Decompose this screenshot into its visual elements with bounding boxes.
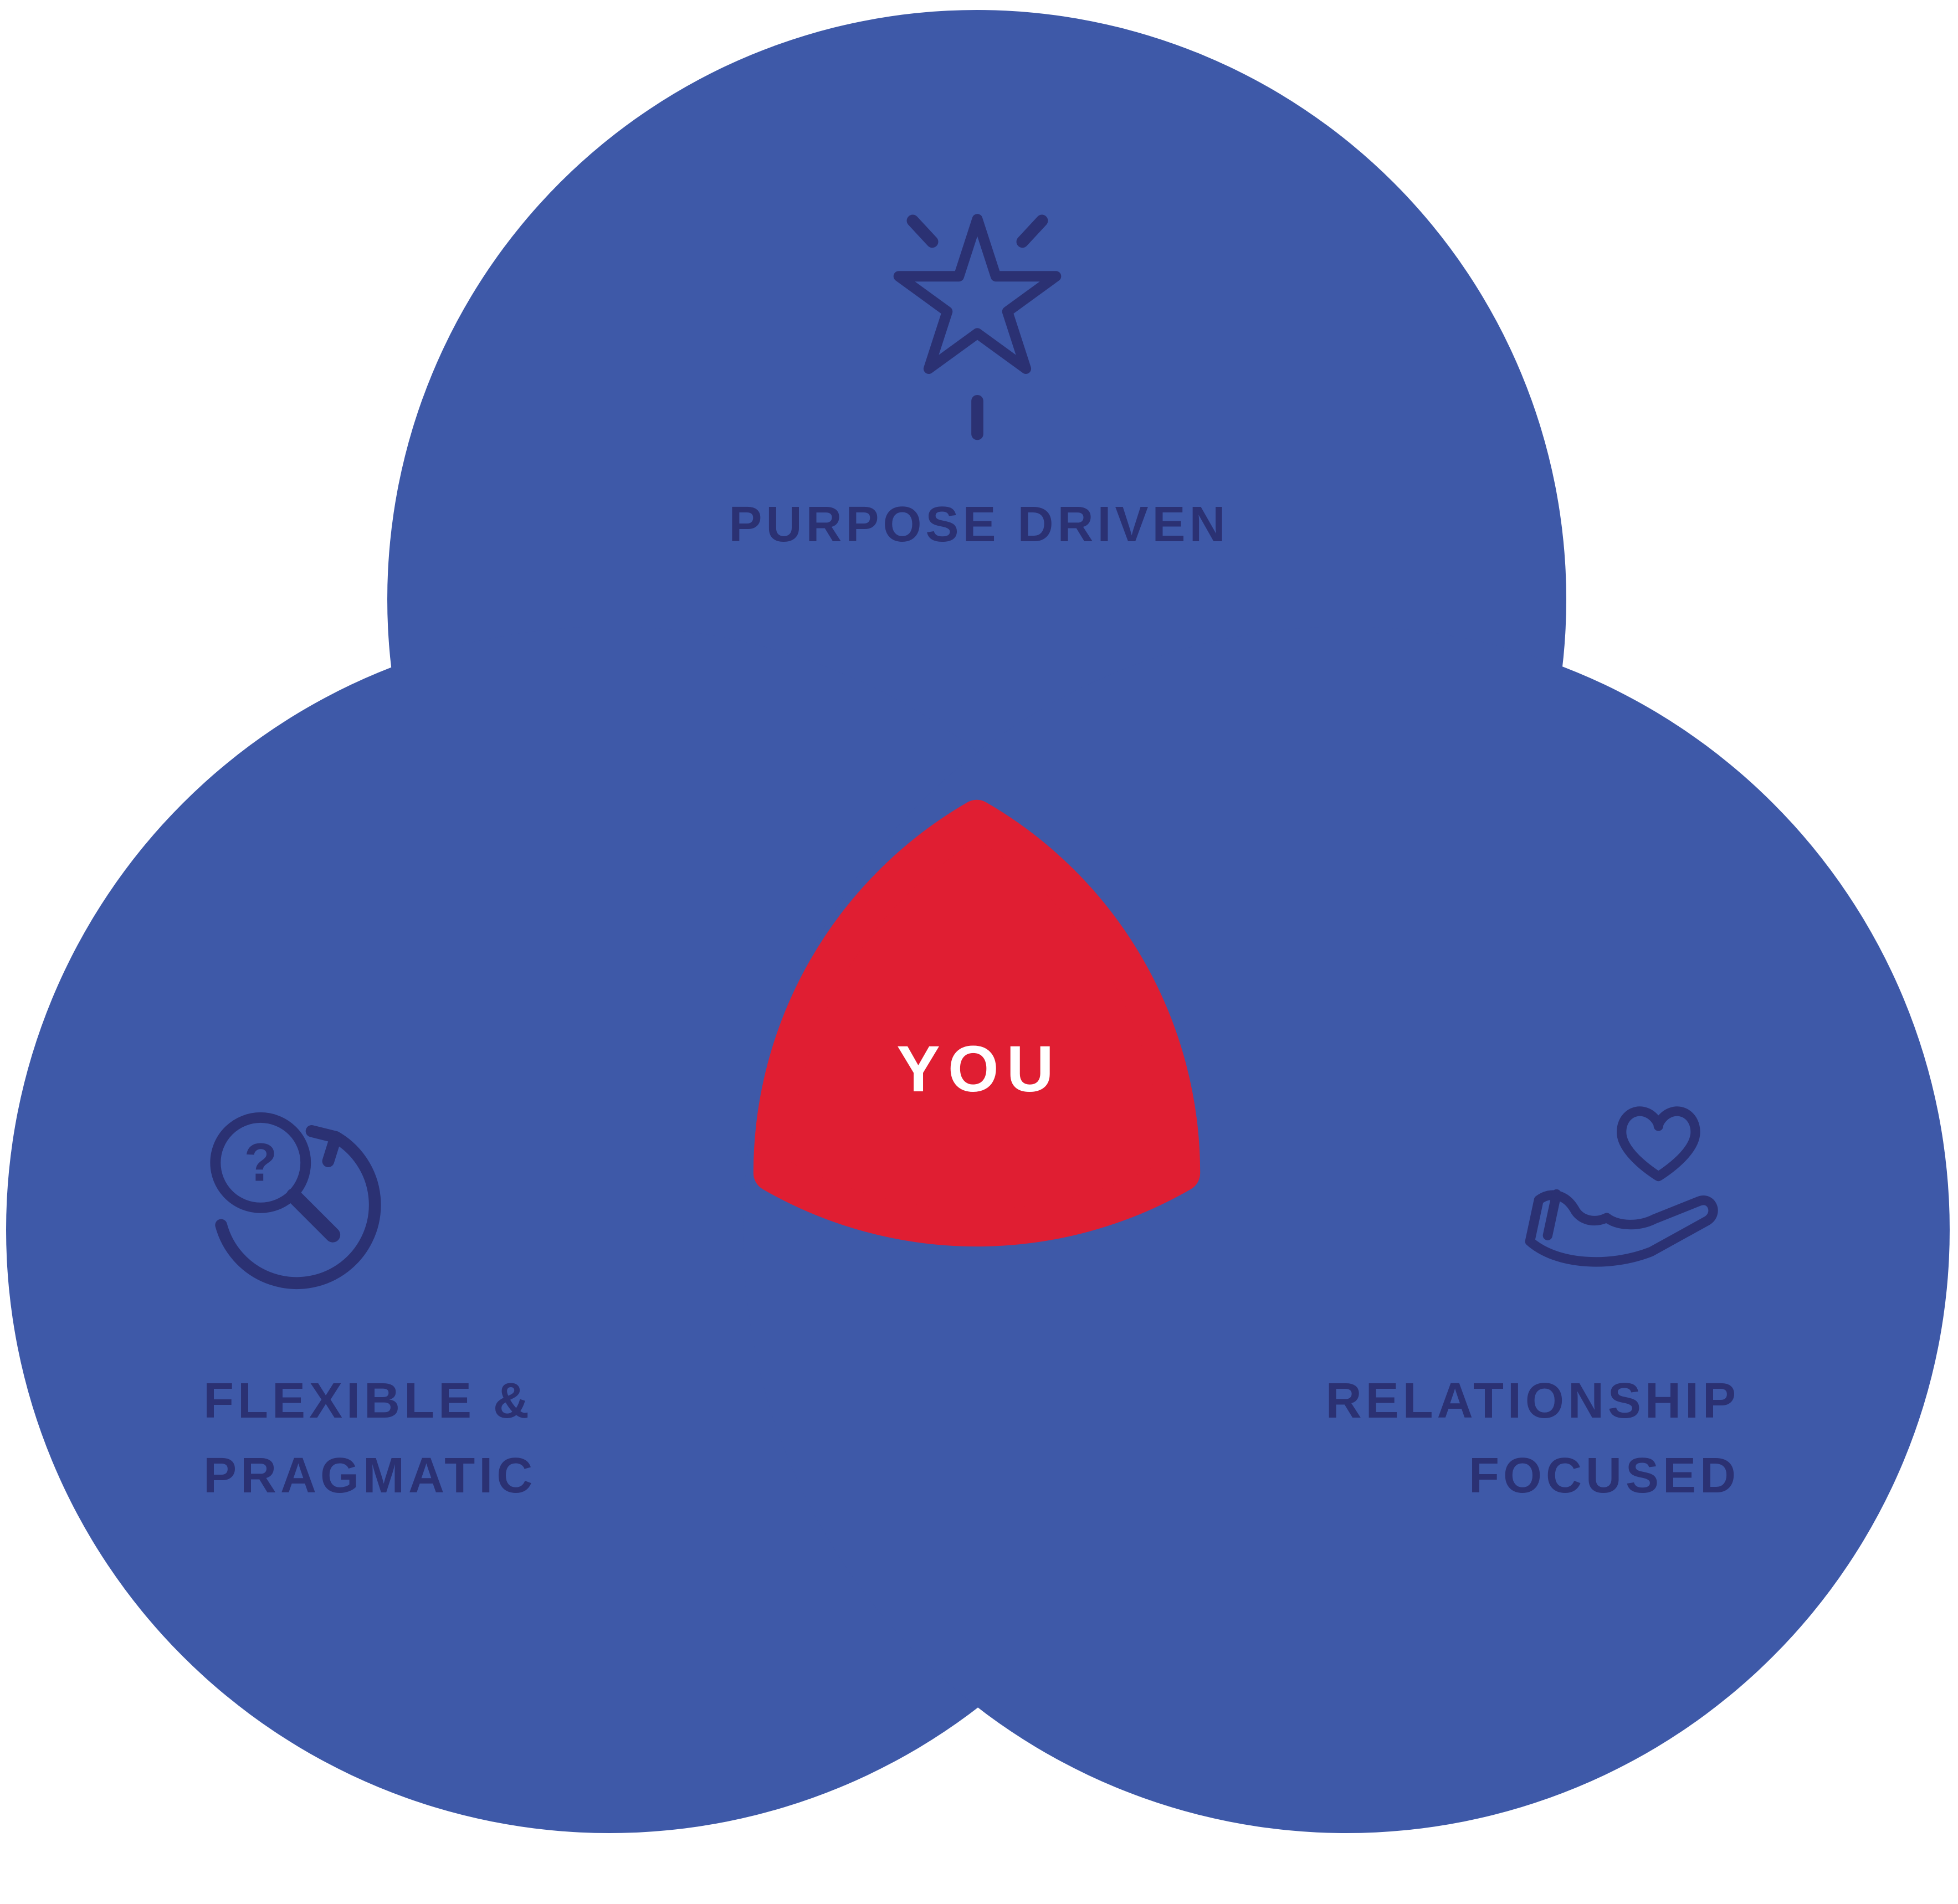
label-flexible-line2: PRAGMATIC <box>203 1448 537 1503</box>
label-flexible-line1: FLEXIBLE & <box>203 1373 534 1429</box>
label-relationship-line2: FOCUSED <box>1468 1448 1740 1503</box>
magnifier-question-refresh-icon: ? <box>210 1112 381 1289</box>
label-purpose-driven: PURPOSE DRIVEN <box>729 497 1229 552</box>
svg-text:?: ? <box>244 1132 277 1192</box>
label-relationship-line1: RELATIONSHIP <box>1325 1373 1740 1429</box>
label-flexible-pragmatic: FLEXIBLE & PRAGMATIC <box>203 1364 536 1513</box>
center-label-you: YOU <box>896 1033 1062 1106</box>
hand-holding-heart-icon <box>1525 1106 1718 1267</box>
center-reuleaux-triangle <box>753 799 1201 1247</box>
label-relationship-focused: RELATIONSHIP FOCUSED <box>1326 1364 1740 1513</box>
star-burst-icon <box>893 214 1062 440</box>
